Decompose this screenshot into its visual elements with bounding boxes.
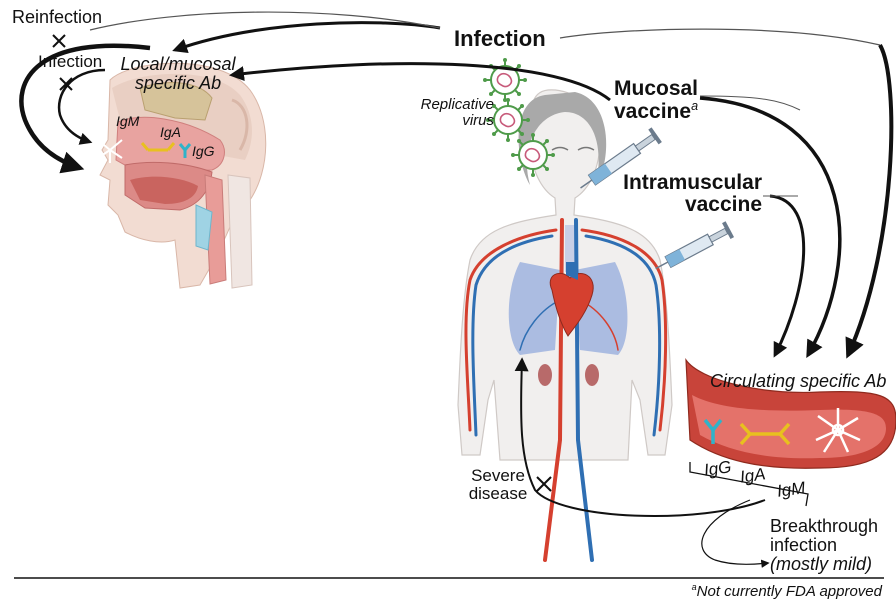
label-iga-vessel: IgA [739, 465, 767, 486]
connector-infection-right [560, 29, 880, 45]
head-cross-section [98, 63, 266, 288]
arrow-infection-to-local-upper [175, 23, 440, 50]
intramuscular-syringe-icon [651, 221, 734, 276]
arrow-breakthrough [702, 500, 768, 564]
label-iga-nose: IgA [160, 125, 181, 140]
label-local-mucosal: Local/mucosal specific Ab [108, 55, 248, 93]
label-igg-vessel: IgG [703, 458, 733, 479]
label-reinfection: Reinfection [12, 8, 102, 27]
label-intramuscular-vaccine: Intramuscular vaccine [610, 172, 762, 216]
block-mark-reinfection [53, 35, 65, 47]
block-mark-severe [537, 477, 551, 491]
label-infection-main: Infection [454, 27, 546, 50]
label-replicative-virus: Replicative virus [402, 97, 494, 129]
arrow-intramuscular-to-circulating [770, 196, 804, 355]
connector-infection-left [90, 12, 440, 30]
label-infection-small: Infection [38, 53, 102, 71]
label-severe-disease: Severe disease [468, 467, 528, 503]
label-igg-nose: IgG [192, 144, 215, 159]
label-circulating-ab: Circulating specific Ab [710, 372, 886, 391]
label-igm-vessel: IgM [776, 479, 807, 501]
label-igm-nose: IgM [116, 114, 139, 129]
label-mucosal-vaccine: Mucosal vaccinea [614, 78, 698, 123]
label-breakthrough: Breakthrough infection (mostly mild) [770, 517, 878, 574]
arrow-infection-to-circulating [848, 45, 891, 355]
virus-icon-small [511, 133, 555, 177]
arrow-mucosal-to-circulating [700, 98, 840, 355]
footnote: aNot currently FDA approved [560, 583, 882, 600]
arrow-infection-small [59, 70, 105, 142]
